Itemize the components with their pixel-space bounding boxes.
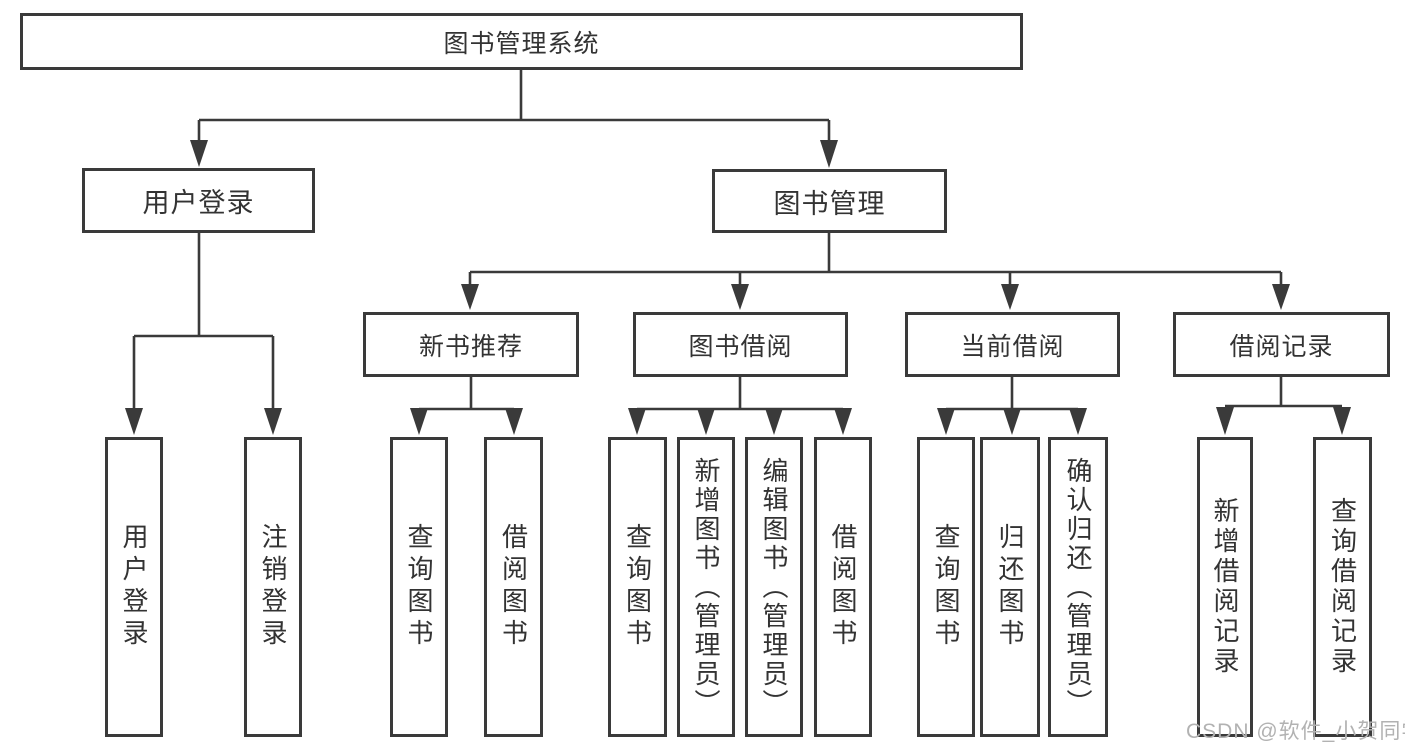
leaf-logout: 注销登录 bbox=[244, 437, 302, 737]
leaf-edit-books-admin: 编辑图书（管理员） bbox=[745, 437, 803, 737]
csdn-watermark: CSDN @软件_小贺同学 bbox=[1186, 720, 1405, 743]
connector-module4-children bbox=[1225, 377, 1342, 408]
connector-module1-children bbox=[419, 377, 514, 411]
connector-module2-children bbox=[637, 377, 843, 411]
connector-module3-children bbox=[946, 377, 1078, 411]
node-book-management: 图书管理 bbox=[712, 169, 947, 233]
leaf-query-books-2: 查询图书 bbox=[608, 437, 667, 737]
leaf-return-books: 归还图书 bbox=[980, 437, 1040, 737]
node-book-borrow: 图书借阅 bbox=[633, 312, 848, 377]
leaf-user-login: 用户登录 bbox=[105, 437, 163, 737]
connector-root-to-level1 bbox=[197, 70, 831, 141]
connector-book-management-modules bbox=[468, 233, 1283, 285]
leaf-confirm-return-admin: 确认归还（管理员） bbox=[1048, 437, 1108, 737]
node-current-borrow: 当前借阅 bbox=[905, 312, 1120, 377]
leaf-add-borrow-record: 新增借阅记录 bbox=[1197, 437, 1253, 737]
leaf-query-books-1: 查询图书 bbox=[390, 437, 448, 737]
node-new-book-recommend: 新书推荐 bbox=[363, 312, 579, 377]
leaf-query-borrow-record: 查询借阅记录 bbox=[1313, 437, 1372, 737]
node-borrow-records: 借阅记录 bbox=[1173, 312, 1390, 377]
leaf-add-books-admin: 新增图书（管理员） bbox=[677, 437, 735, 737]
node-user-login: 用户登录 bbox=[82, 168, 315, 233]
arrowheads bbox=[125, 140, 1351, 435]
leaf-query-books-3: 查询图书 bbox=[917, 437, 975, 737]
leaf-borrow-books-2: 借阅图书 bbox=[814, 437, 872, 737]
leaf-borrow-books-1: 借阅图书 bbox=[484, 437, 543, 737]
node-library-system: 图书管理系统 bbox=[20, 13, 1023, 70]
connector-user-login-children bbox=[132, 233, 275, 409]
